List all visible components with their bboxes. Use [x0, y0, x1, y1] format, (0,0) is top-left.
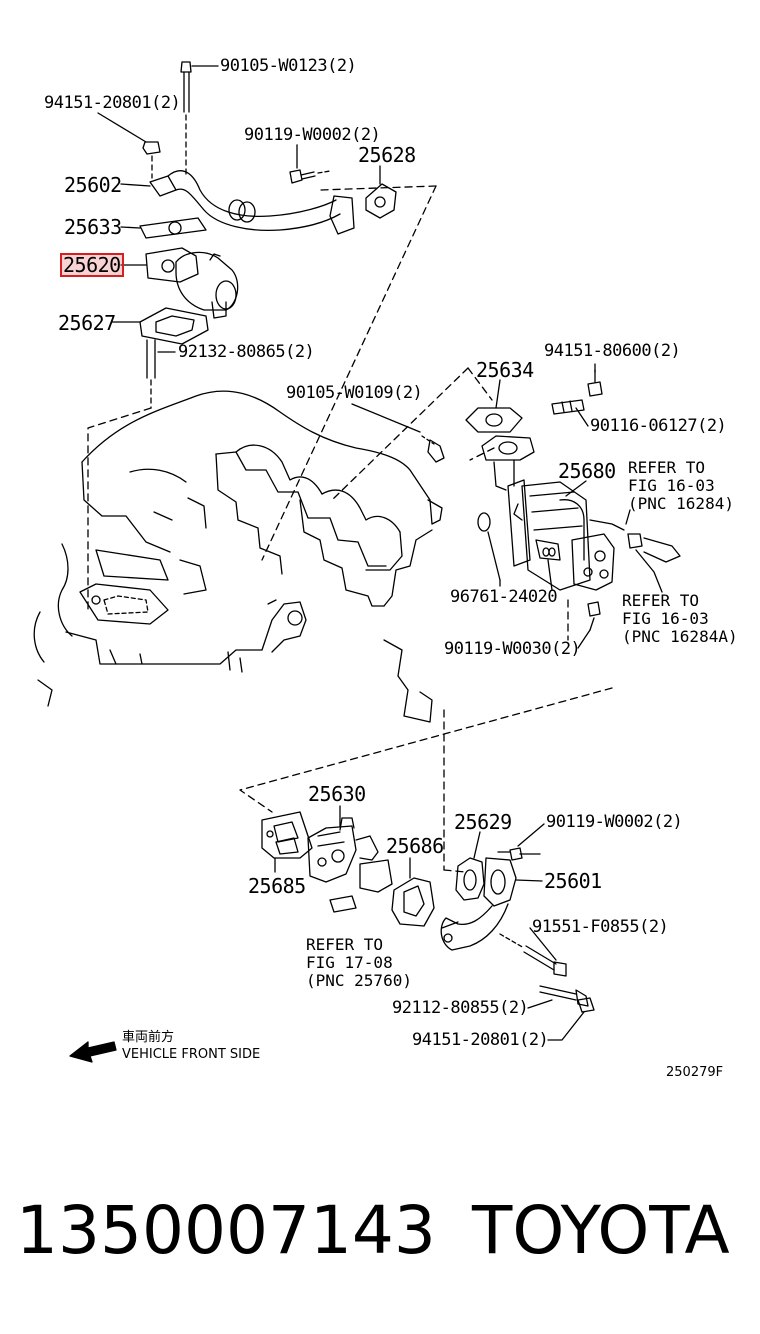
- gasket-25686: [391, 877, 435, 927]
- refer-note-25760: REFER TO FIG 17-08 (PNC 25760): [306, 936, 412, 990]
- label-96761-24020: 96761-24020: [450, 587, 558, 607]
- label-25634: 25634: [476, 358, 534, 382]
- gasket-25628: [365, 183, 397, 219]
- label-25685: 25685: [248, 874, 306, 898]
- stud-90116-06127: [551, 399, 585, 415]
- label-92112-80855: 92112-80855(2): [392, 998, 529, 1018]
- bolt-90119-w0002-top: [289, 144, 331, 184]
- bolt-90105-w0109: [421, 435, 445, 463]
- o-ring-96761-24020: [477, 512, 501, 581]
- intake-manifold: [33, 390, 443, 723]
- direction-label-en: VEHICLE FRONT SIDE: [122, 1047, 261, 1062]
- label-25602: 25602: [64, 173, 122, 197]
- label-90119-w0002-bottom: 90119-W0002(2): [546, 812, 683, 832]
- label-25633: 25633: [64, 215, 122, 239]
- refer-note-line: (PNC 16284): [628, 494, 734, 513]
- bolt-90119-w0002-bottom: [497, 847, 541, 861]
- label-94151-20801-top: 94151-20801(2): [44, 93, 181, 113]
- gasket-25685: [261, 811, 313, 859]
- label-leader-lines: [97, 65, 596, 1041]
- footer-part-number: 1350007143: [16, 1192, 436, 1269]
- direction-label-jp: 車両前方: [122, 1030, 175, 1045]
- gasket-25629: [455, 857, 485, 901]
- gasket-25627: [139, 307, 209, 345]
- nut-94151-20801-top: [142, 141, 161, 179]
- label-94151-20801-bottom: 94151-20801(2): [412, 1030, 549, 1050]
- refer-note-line: (PNC 25760): [306, 971, 412, 990]
- hose-25760: [329, 895, 357, 913]
- egr-pipe-cooler-inlet: [481, 435, 535, 491]
- refer-note-line: FIG 16-03: [628, 476, 715, 495]
- label-25629: 25629: [454, 810, 512, 834]
- refer-note-line: (PNC 16284A): [622, 627, 738, 646]
- footer-brand: TOYOTA: [472, 1192, 730, 1269]
- refer-note-16284a: REFER TO FIG 16-03 (PNC 16284A): [622, 592, 738, 646]
- nut-94151-80600: [587, 369, 603, 397]
- label-90105-w0109: 90105-W0109(2): [286, 383, 423, 403]
- label-90116-06127: 90116-06127(2): [590, 416, 727, 436]
- label-90119-w0002-top: 90119-W0002(2): [244, 125, 381, 145]
- stud-92132-80865: [146, 339, 156, 409]
- label-25680: 25680: [558, 459, 616, 483]
- refer-note-line: FIG 16-03: [622, 609, 709, 628]
- label-25628: 25628: [358, 143, 416, 167]
- dashed-leader-lines: [87, 185, 613, 873]
- label-25601: 25601: [544, 869, 602, 893]
- label-94151-80600: 94151-80600(2): [544, 341, 681, 361]
- coolant-hose-16284: [589, 509, 681, 563]
- egr-pipe-25602: [149, 170, 355, 235]
- refer-note-line: REFER TO: [622, 591, 700, 610]
- label-91551-f0855: 91551-F0855(2): [532, 917, 669, 937]
- refer-note-line: REFER TO: [306, 935, 384, 954]
- label-25630: 25630: [308, 782, 366, 806]
- vehicle-front-arrow-icon: [69, 1041, 117, 1063]
- label-90119-w0030: 90119-W0030(2): [444, 639, 581, 659]
- gasket-25634: [465, 407, 523, 433]
- gasket-25633: [139, 217, 207, 239]
- coolant-hose-16284a: [635, 549, 663, 593]
- refer-note-line: FIG 17-08: [306, 953, 393, 972]
- label-90105-w0123: 90105-W0123(2): [220, 56, 357, 76]
- label-92132-80865: 92132-80865(2): [178, 342, 315, 362]
- stud-bolt-90105-w0123: [180, 61, 192, 179]
- egr-pipe-25601: [440, 857, 517, 951]
- egr-valve-body-25630: [307, 817, 393, 893]
- bolt-91551-f0855: [499, 933, 567, 977]
- egr-cooler-25680: [507, 479, 615, 591]
- stud-92112-80855: [539, 985, 589, 1007]
- nut-94151-20801-bottom: [577, 997, 595, 1013]
- label-25620-highlighted[interactable]: 25620: [60, 253, 124, 277]
- label-25627: 25627: [58, 311, 116, 335]
- label-25686: 25686: [386, 834, 444, 858]
- refer-note-16284: REFER TO FIG 16-03 (PNC 16284): [628, 459, 734, 513]
- egr-valve-25620: [145, 247, 239, 319]
- figure-code: 250279F: [666, 1065, 724, 1080]
- refer-note-line: REFER TO: [628, 458, 706, 477]
- bolt-90119-w0030: [577, 601, 601, 649]
